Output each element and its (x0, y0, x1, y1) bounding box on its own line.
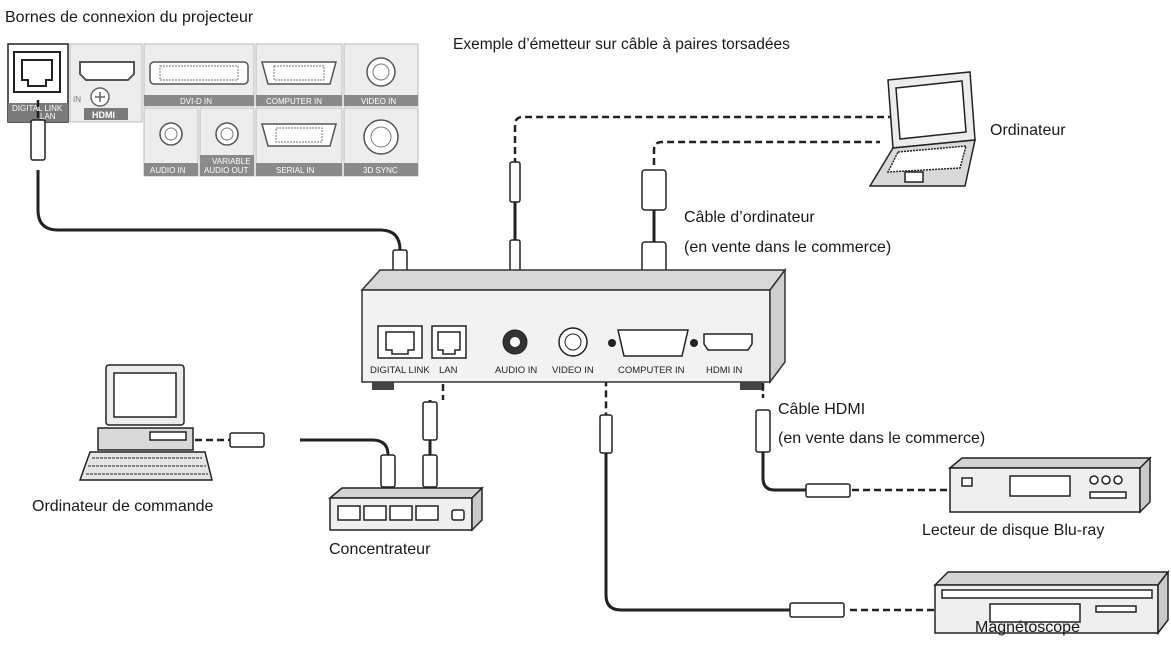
panel-label-audio-in: AUDIO IN (150, 166, 186, 175)
computer-in-port-icon (617, 329, 689, 357)
panel-label-digital-link: DIGITAL LINK (12, 104, 63, 113)
computer-label: Ordinateur (990, 122, 1066, 139)
rj45-plug-icon (422, 401, 438, 441)
port-label-computer-in: COMPUTER IN (618, 365, 685, 376)
digital-link-cable (36, 170, 402, 262)
rca-plug-icon (599, 414, 613, 454)
control-computer-label: Ordinateur de commande (32, 498, 214, 515)
port-label-hdmi-in: HDMI IN (706, 365, 743, 376)
solid-cables (36, 170, 808, 612)
network-hub-icon (327, 486, 484, 532)
bluray-player-icon (947, 456, 1152, 514)
lan-port-icon (431, 325, 467, 359)
panel-label-hdmi-in: IN (73, 95, 81, 104)
hdmi-cable (761, 450, 808, 492)
panel-label-dvi-d-in: DVI-D IN (180, 97, 212, 106)
panel-label-video-in: VIDEO IN (361, 97, 396, 106)
audio-plug-icon (509, 239, 521, 273)
panel-label-lan: LAN (40, 112, 56, 121)
projector-terminal-panel: DIGITAL LINK LAN IN HDMI DVI-D IN COMPUT… (7, 43, 419, 177)
twisted-pair-transmitter: DIGITAL LINK LAN AUDIO IN VIDEO IN COMPU… (360, 267, 787, 390)
computer-cable-label-line2: (en vente dans le commerce) (684, 239, 892, 256)
panel-label-variable: VARIABLE (212, 157, 251, 166)
port-label-audio-in: AUDIO IN (495, 365, 537, 376)
projector-terminals-title: Bornes de connexion du projecteur (5, 9, 254, 26)
hdmi-plug-icon (805, 483, 851, 498)
digital-link-port-icon (377, 325, 423, 359)
hdmi-plug-icon (755, 409, 771, 453)
port-label-video-in: VIDEO IN (552, 365, 594, 376)
rj45-plug-icon (422, 454, 438, 488)
port-label-lan: LAN (439, 365, 458, 376)
vcr-label: Magnétoscope (975, 619, 1080, 636)
hdmi-cable-label-line1: Câble HDMI (778, 401, 866, 418)
panel-label-audio-out: AUDIO OUT (204, 166, 249, 175)
panel-label-computer-in: COMPUTER IN (266, 97, 322, 106)
hdmi-port-icon (79, 61, 135, 81)
rca-plug-icon (789, 602, 845, 618)
control-lan-cable (300, 438, 390, 470)
bluray-player-label: Lecteur de disque Blu-ray (922, 522, 1105, 539)
hdmi-cable-label-line2: (en vente dans le commerce) (778, 430, 986, 447)
hub-label: Concentrateur (329, 541, 431, 558)
vcr-icon (933, 569, 1170, 636)
rj45-plug-icon (380, 454, 396, 488)
transmitter-title: Exemple d’émetteur sur câble à paires to… (453, 36, 790, 53)
video-cable (604, 450, 790, 612)
panel-label-3d-sync: 3D SYNC (363, 166, 398, 175)
panel-label-serial-in: SERIAL IN (276, 166, 315, 175)
vga-plug-icon (641, 169, 667, 211)
desktop-computer-icon (78, 364, 213, 481)
computer-cable-label-line1: Câble d’ordinateur (684, 209, 815, 226)
laptop-icon (868, 71, 976, 187)
port-label-digital-link: DIGITAL LINK (370, 365, 430, 376)
rj45-plug-icon (229, 432, 265, 448)
panel-label-hdmi-logo: HDMI (92, 110, 115, 120)
hdmi-in-port-icon (703, 333, 753, 351)
audio-plug-icon (509, 161, 521, 203)
rj45-plug-icon (30, 119, 46, 161)
